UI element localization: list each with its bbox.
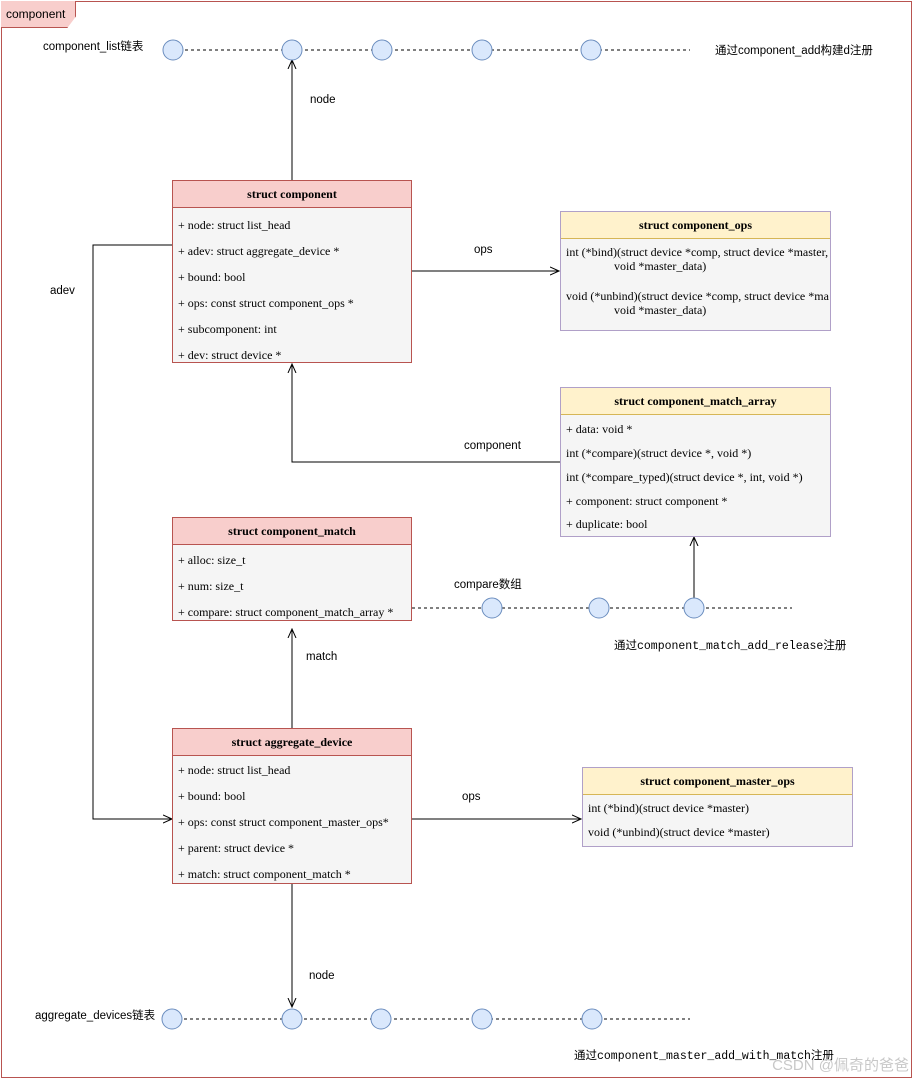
struct-component-match-array-box: struct component_match_array + data: voi… [560,387,831,537]
field-row: + dev: struct device * [178,348,282,362]
edge-label-component: component [464,440,521,452]
edge-label-ops-master: ops [462,791,481,803]
list-node [161,1008,183,1030]
field-row: + adev: struct aggregate_device * [178,244,340,258]
field-row: int (*compare_typed)(struct device *, in… [566,470,803,484]
edge-component [292,364,561,463]
field-row: + node: struct list_head [178,218,291,232]
struct-component-master-ops-box: struct component_master_ops int (*bind)(… [582,767,853,847]
list-node [370,1008,392,1030]
struct-aggregate-device-title: struct aggregate_device [173,729,411,756]
edge-adev [92,244,173,819]
struct-component-match-array-title: struct component_match_array [561,388,830,415]
field-row: + ops: const struct component_ops * [178,296,354,310]
field-row: + duplicate: bool [566,517,648,531]
field-row: + bound: bool [178,789,246,803]
watermark: CSDN @佩奇的爸爸 [772,1057,909,1074]
list-node [471,1008,493,1030]
list-node [580,39,602,61]
list-node [162,39,184,61]
edge-label-ops-component: ops [474,244,493,256]
component-list-label: component_list链表 [43,41,144,53]
struct-component-ops-box: struct component_ops int (*bind)(struct … [560,211,831,331]
struct-component-match-title: struct component_match [173,518,411,545]
field-row: + alloc: size_t [178,553,246,567]
match-array-note: 通过component_match_add_release注册 [614,640,847,653]
list-node [371,39,393,61]
struct-component-master-ops-title: struct component_master_ops [583,768,852,795]
field-row: + parent: struct device * [178,841,295,855]
field-row: + match: struct component_match * [178,867,351,881]
struct-component-title: struct component [173,181,411,208]
field-row: void (*unbind)(struct device *master) [588,825,770,839]
frame-tab-label: component [1,1,77,28]
struct-component-ops-title: struct component_ops [561,212,830,239]
field-row: + bound: bool [178,270,246,284]
array-node [683,597,705,619]
field-row: + compare: struct component_match_array … [178,605,394,619]
field-row: + data: void * [566,422,633,436]
field-row: + subcomponent: int [178,322,277,336]
list-node [281,1008,303,1030]
array-node [588,597,610,619]
list-node [281,39,303,61]
component-list-note: 通过component_add构建d注册 [715,45,873,57]
compare-array-label: compare数组 [454,579,522,591]
edge-label-node-top: node [310,94,336,106]
edge-label-node-bottom: node [309,970,335,982]
array-node [481,597,503,619]
edge-label-adev: adev [50,285,75,297]
field-row: + node: struct list_head [178,763,291,777]
field-row: int (*bind)(struct device *master) [588,801,749,815]
list-node [471,39,493,61]
field-row: + num: size_t [178,579,244,593]
struct-aggregate-device-box: struct aggregate_device + node: struct l… [172,728,412,884]
field-row: + ops: const struct component_master_ops… [178,815,389,829]
aggregate-list-note: 通过component_master_add_with_match注册 [574,1050,834,1063]
aggregate-list-label: aggregate_devices链表 [35,1010,156,1022]
list-node [581,1008,603,1030]
struct-component-match-box: struct component_match + alloc: size_t +… [172,517,412,621]
edge-label-match: match [306,651,338,663]
struct-component-box: struct component + node: struct list_hea… [172,180,412,363]
bind-signature: int (*bind)(struct device *comp, struct … [566,245,829,273]
field-row: + component: struct component * [566,494,728,508]
unbind-signature: void (*unbind)(struct device *comp, stru… [566,289,829,317]
field-row: int (*compare)(struct device *, void *) [566,446,752,460]
